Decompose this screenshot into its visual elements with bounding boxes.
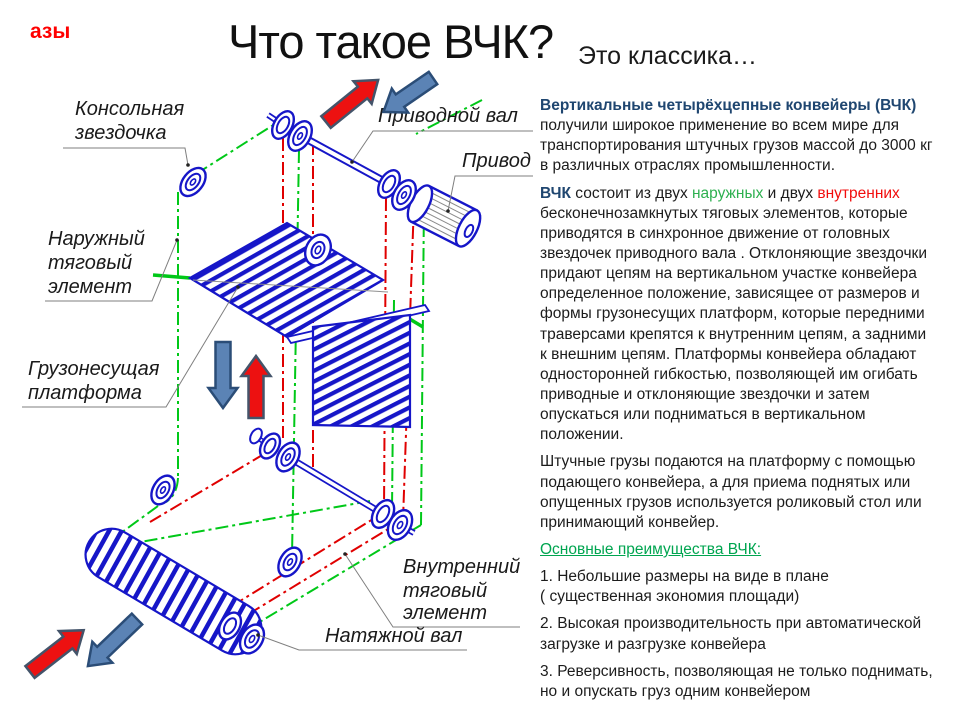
bottom-down-arrow-icon (86, 611, 144, 668)
advantage-item-1: 1. Небольшие размеры на виде в плане( су… (540, 568, 829, 606)
top-up-arrow-icon (319, 78, 380, 130)
advantage-item-2: 2. Высокая производительность при автома… (540, 615, 922, 653)
label-platform: Грузонесущая платформа (28, 358, 165, 404)
cantilever-sprocket (179, 166, 207, 198)
leader-dots (175, 160, 450, 637)
mid-up-arrow-icon (239, 353, 273, 420)
label-cantilever-sprocket: Консольная звездочка (74, 98, 190, 144)
advantages-heading: Основные преимущества ВЧК: (540, 540, 762, 558)
label-outer-traction: Наружный тяговый элемент (48, 228, 150, 298)
label-drive-shaft: Приводной вал (378, 105, 518, 127)
bottom-up-arrow-icon (23, 628, 86, 680)
drive-motor (406, 184, 482, 248)
paragraph-composition: ВЧК состоит из двух наружных и двух внут… (540, 184, 927, 444)
conveyor-diagram: Консольная звездочка Приводной вал Приво… (22, 70, 533, 680)
advantage-item-3: 3. Реверсивность, позволяющая не только … (540, 662, 933, 700)
top-down-arrow-icon (381, 70, 439, 114)
page-title: Что такое ВЧК? (228, 15, 554, 68)
label-tension-shaft: Натяжной вал (325, 625, 462, 647)
label-inner-traction: Внутренний тяговый элемент (403, 556, 526, 624)
sprockets (150, 110, 417, 655)
page-subtitle: Это классика… (578, 42, 758, 70)
load-platform (187, 221, 431, 429)
leader-lines (22, 130, 533, 651)
paragraph-loading: Штучные грузы подаются на платформу с по… (540, 453, 922, 531)
text-column: Вертикальные четырёхцепные конвейеры (ВЧ… (540, 96, 934, 709)
label-drive: Привод (462, 150, 531, 172)
slide-tag: азы (30, 20, 71, 43)
mid-down-arrow-icon (206, 340, 240, 411)
platform-flap (311, 313, 412, 429)
paragraph-intro: Вертикальные четырёхцепные конвейеры (ВЧ… (540, 97, 933, 175)
